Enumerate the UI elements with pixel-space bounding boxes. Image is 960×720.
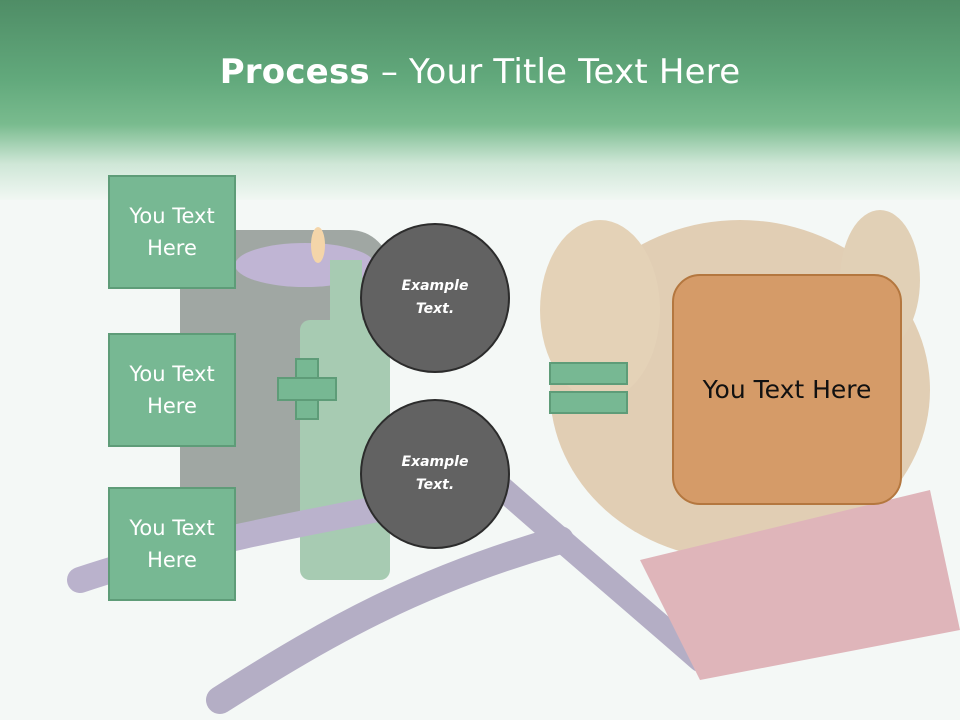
page-title: Process – Your Title Text Here (0, 52, 960, 92)
title-bold: Process (219, 52, 370, 92)
header-band (0, 0, 960, 200)
equals-icon-top-bar (549, 362, 628, 385)
example-circle-2: Example Text. (360, 399, 510, 549)
title-rest: – Your Title Text Here (369, 52, 741, 92)
equals-icon-bottom-bar (549, 391, 628, 414)
left-text-box-3: You Text Here (108, 487, 236, 601)
left-text-box-2: You Text Here (108, 333, 236, 447)
result-box: You Text Here (672, 274, 902, 505)
plus-icon-center (297, 379, 317, 399)
left-text-box-1: You Text Here (108, 175, 236, 289)
example-circle-1: Example Text. (360, 223, 510, 373)
